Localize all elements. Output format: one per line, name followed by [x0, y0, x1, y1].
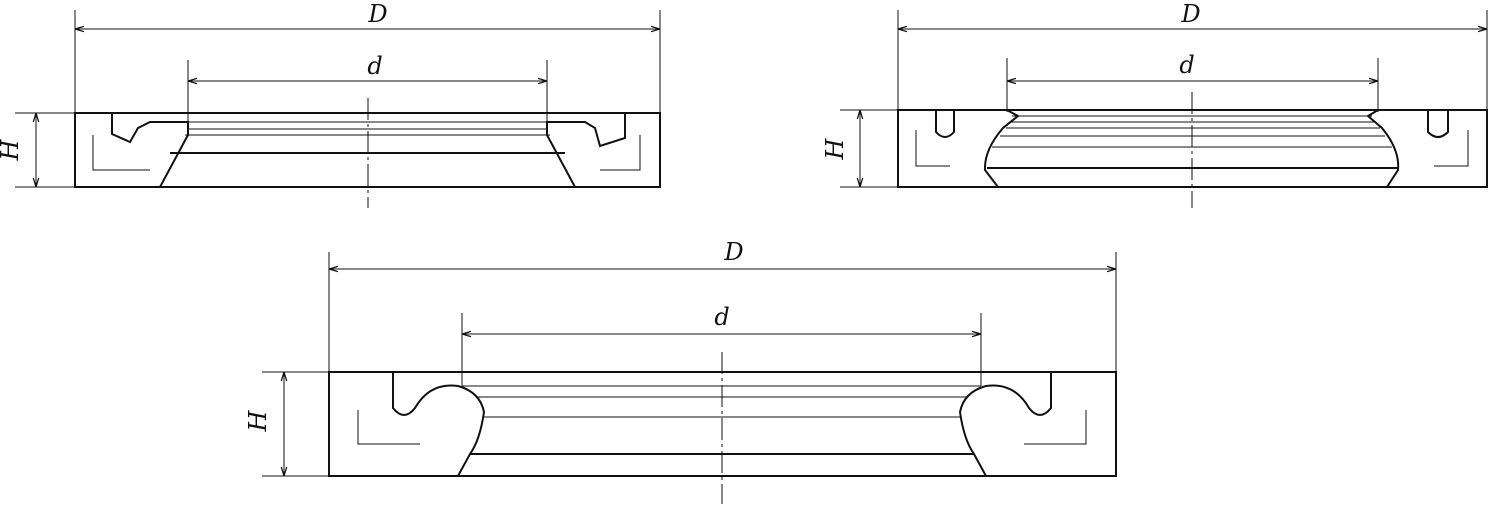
- right-cross-section: [1366, 109, 1488, 188]
- left-cross-section: [74, 112, 189, 188]
- dimension-label-d: d: [714, 303, 729, 331]
- dimension-label-D: D: [723, 238, 743, 266]
- dimension-label-D: D: [367, 0, 387, 28]
- seal-figure-1: D d H: [0, 0, 661, 208]
- left-cross-section: [897, 109, 1020, 188]
- dimension-label-D: D: [1180, 0, 1200, 28]
- dimension-label-d: d: [1179, 51, 1194, 79]
- dimension-label-H: H: [0, 138, 24, 161]
- dimension-label-H: H: [821, 137, 849, 160]
- seal-figure-2: D d H: [821, 0, 1488, 208]
- left-cross-section: [328, 371, 486, 477]
- seal-figure-3: D d H: [244, 238, 1117, 504]
- right-cross-section: [546, 112, 661, 188]
- dimension-label-d: d: [367, 52, 382, 80]
- dimension-label-H: H: [244, 409, 272, 432]
- right-cross-section: [958, 371, 1117, 477]
